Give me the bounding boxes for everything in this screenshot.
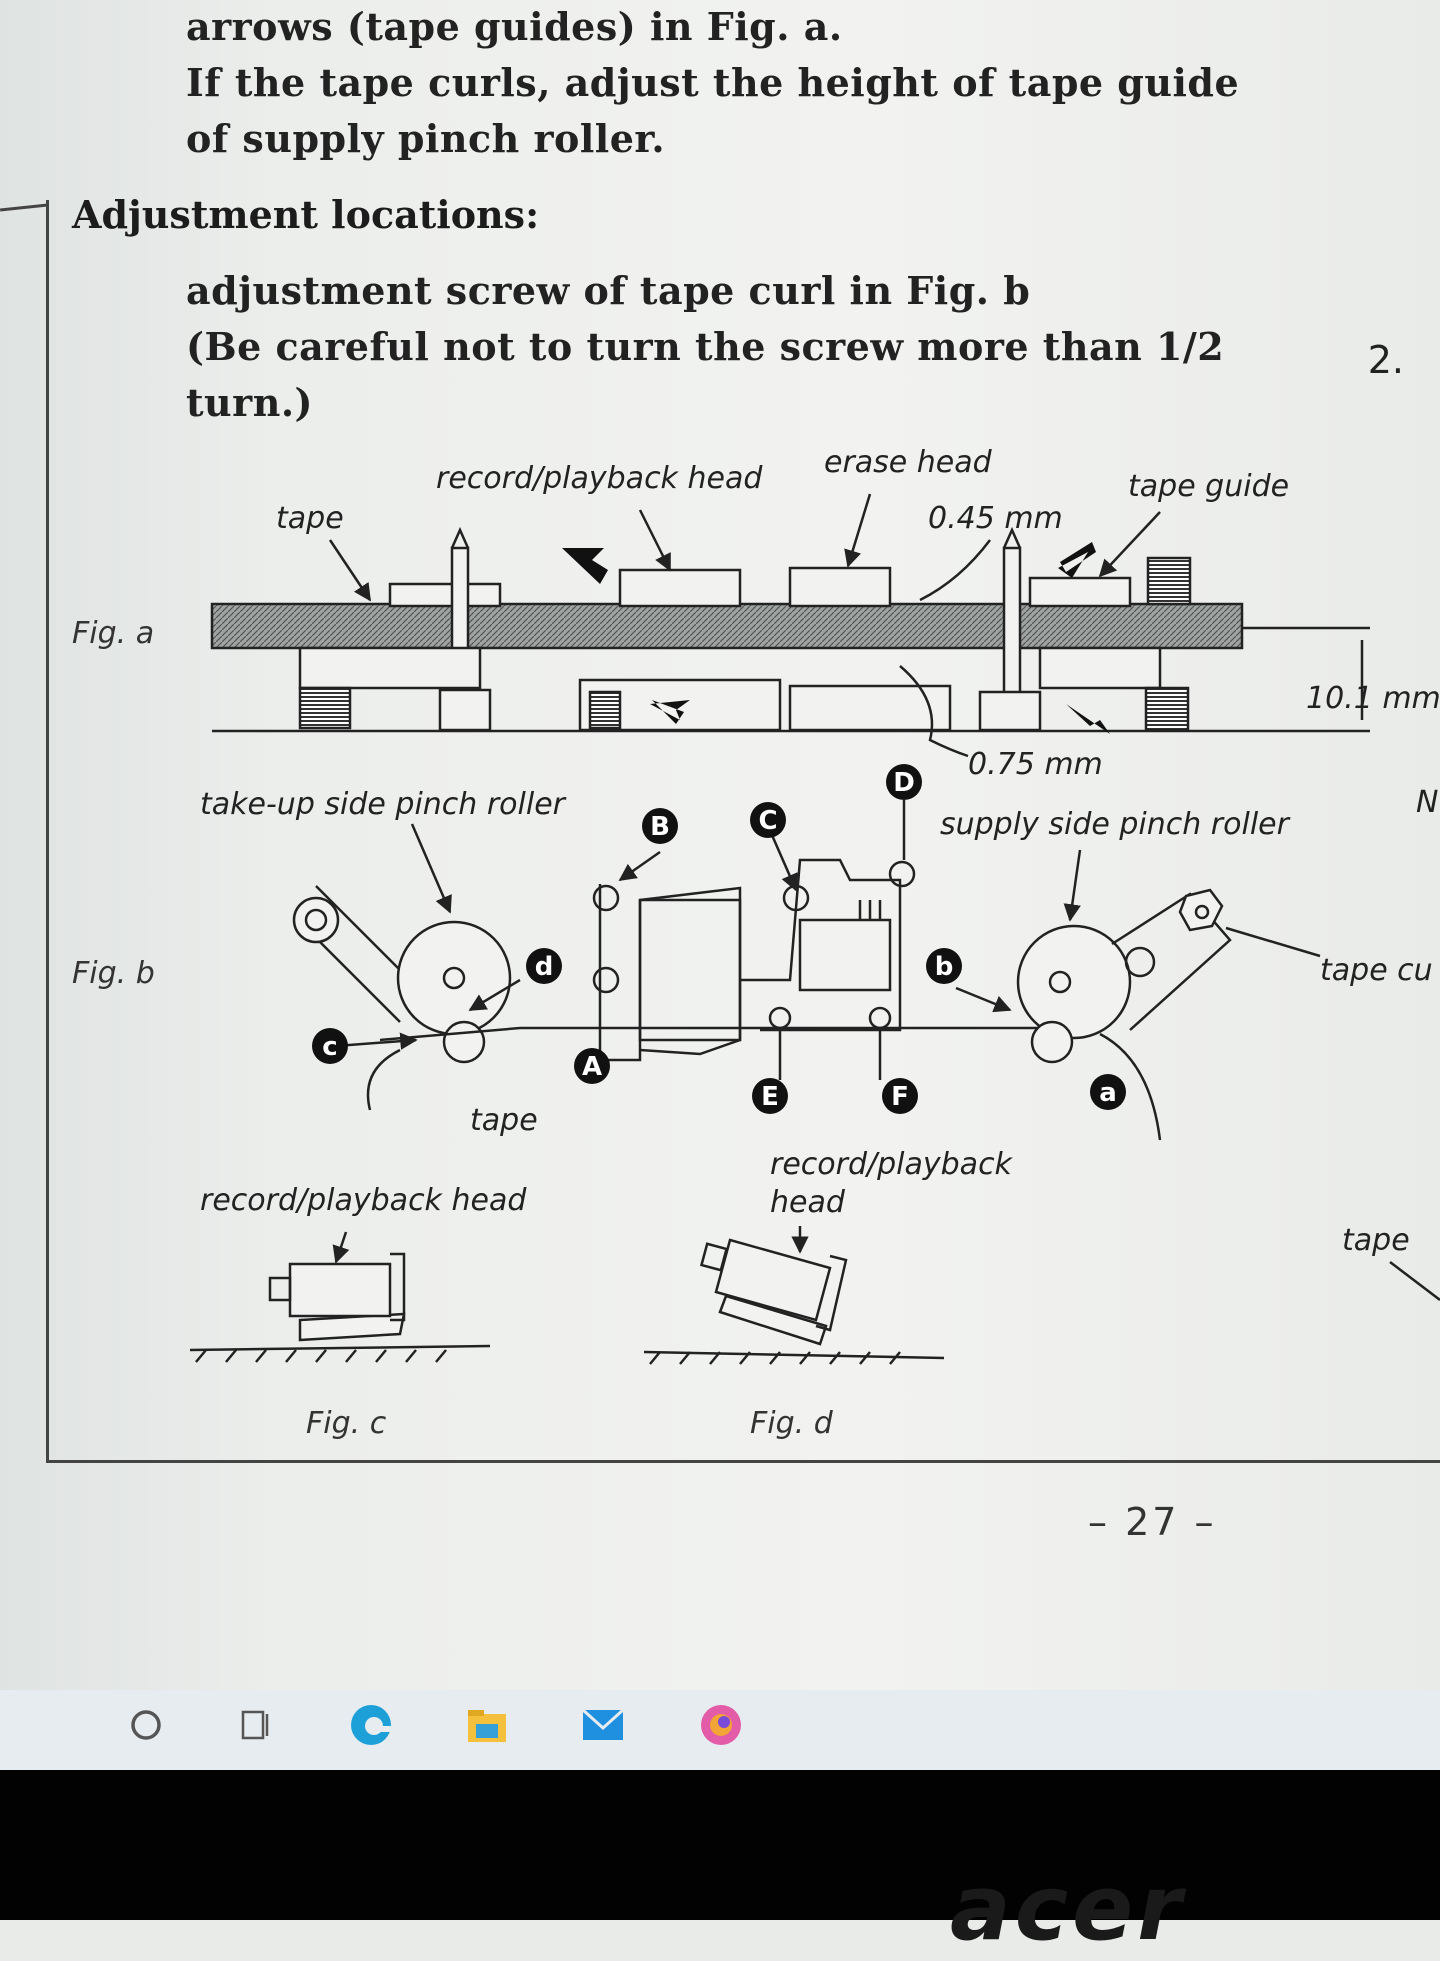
body-text-line-6: turn.) [186, 380, 314, 425]
fig-b-head-label-1: record/playback [770, 1147, 1014, 1182]
fig-d-label: Fig. d [750, 1406, 833, 1441]
body-text-line-5: (Be careful not to turn the screw more t… [186, 324, 1225, 369]
svg-text:B: B [650, 812, 670, 842]
body-text-line-3: of supply pinch roller. [186, 116, 666, 161]
callout-C [750, 802, 786, 838]
tape-deck-plate [210, 602, 1244, 650]
callout-A [574, 1048, 610, 1084]
firefox-icon[interactable] [696, 1700, 746, 1750]
callout-E [752, 1078, 788, 1114]
mail-icon[interactable] [578, 1700, 628, 1750]
callout-D [886, 764, 922, 800]
supply-pinch-roller [1016, 924, 1132, 1040]
svg-text:A: A [582, 1052, 602, 1082]
svg-text:D: D [893, 768, 915, 798]
fig-b-diagram [292, 800, 1321, 1141]
fig-a-erase-head-label: erase head [824, 445, 993, 480]
page-number: – 27 – [1088, 1500, 1217, 1544]
body-text-line-4: adjustment screw of tape curl in Fig. b [186, 268, 1031, 313]
partial-fig-leader [1389, 1261, 1440, 1301]
monitor-brand-logo: acer [950, 1856, 1186, 1961]
fig-b-takeup-roller-label: take-up side pinch roller [200, 787, 567, 822]
fig-a-label: Fig. a [72, 616, 155, 651]
callout-c [312, 1028, 348, 1064]
fig-b-callouts: A B C D E F a b c d [312, 764, 1126, 1114]
step-number: 2. [1367, 338, 1404, 382]
fig-d-diagram [643, 1226, 945, 1365]
fig-b-edge-letter: N [1416, 785, 1438, 820]
frame-left-border [46, 200, 49, 1462]
callout-F [882, 1078, 918, 1114]
fig-a-diagram [210, 493, 1370, 758]
svg-text:b: b [935, 952, 954, 982]
fig-a-tape-label: tape [276, 501, 344, 536]
svg-text:E: E [761, 1082, 779, 1112]
callout-B [642, 808, 678, 844]
svg-text:d: d [535, 952, 554, 982]
callout-a [1090, 1074, 1126, 1110]
callout-b [926, 948, 962, 984]
fig-c-head-label: record/playback head [200, 1183, 527, 1218]
fig-a-head-label: record/playback head [436, 461, 763, 496]
body-text-line-2: If the tape curls, adjust the height of … [186, 60, 1240, 105]
fig-a-dim-101: 10.1 mm [1306, 681, 1440, 716]
svg-text:C: C [758, 806, 777, 836]
technical-diagram: tape record/playback head erase head tap… [189, 445, 1440, 1365]
manual-page [0, 0, 1440, 1730]
section-heading: Adjustment locations: [72, 192, 540, 237]
takeup-arm-pivot [292, 896, 340, 944]
task-view-icon[interactable] [236, 1700, 276, 1750]
fig-a-arrows [562, 542, 1110, 734]
svg-text:c: c [322, 1032, 337, 1062]
file-explorer-icon[interactable] [462, 1700, 512, 1750]
fig-c-diagram [189, 1231, 491, 1363]
edge-icon[interactable] [346, 1700, 396, 1750]
monitor-bezel [0, 1770, 1440, 1920]
body-text-line-1: arrows (tape guides) in Fig. a. [186, 4, 843, 49]
fig-a-tape-guide-label: tape guide [1128, 469, 1289, 504]
svg-text:a: a [1099, 1078, 1117, 1108]
fig-b-tape-label: tape [470, 1103, 538, 1138]
frame-bottom-border [46, 1460, 1440, 1463]
fig-b-supply-roller-label: supply side pinch roller [940, 807, 1291, 842]
takeup-pinch-roller [396, 920, 512, 1036]
search-icon[interactable] [126, 1700, 166, 1750]
fig-b-head-label-2: head [770, 1185, 846, 1220]
partial-fig-tape-label: tape [1342, 1223, 1410, 1258]
callout-d [526, 948, 562, 984]
svg-text:F: F [891, 1082, 909, 1112]
fig-b-tape-curl-label: tape cu [1320, 953, 1433, 988]
fig-c-label: Fig. c [306, 1406, 387, 1441]
fig-a-dim-075: 0.75 mm [968, 747, 1103, 782]
fig-b-label: Fig. b [72, 956, 155, 991]
fig-a-dim-045: 0.45 mm [928, 501, 1063, 536]
